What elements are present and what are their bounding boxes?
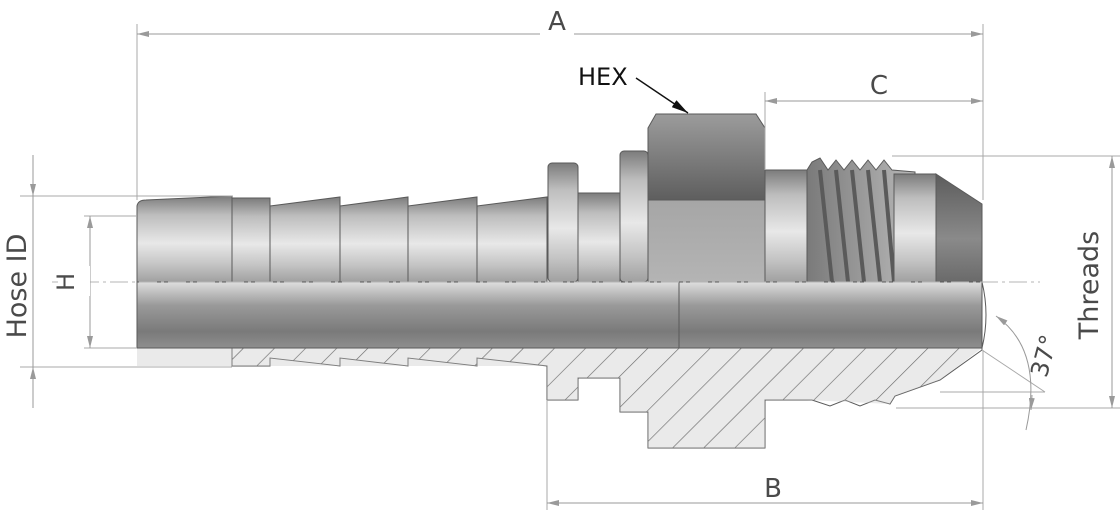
thread-shank bbox=[764, 169, 808, 283]
hex-nut-top-face bbox=[647, 113, 766, 201]
fitting-upper-half bbox=[136, 113, 983, 283]
bore-left bbox=[136, 281, 680, 349]
dimension-h: H bbox=[52, 215, 137, 349]
barb-groove bbox=[231, 197, 271, 283]
section-wall-fill bbox=[137, 348, 982, 448]
barb-segment-2 bbox=[339, 196, 409, 283]
hex-label: HEX bbox=[578, 63, 628, 91]
dimension-a-label: A bbox=[548, 7, 566, 37]
hex-nut-mid-face bbox=[647, 199, 766, 283]
hose-id-label: Hose ID bbox=[2, 234, 33, 339]
barb-segment-3 bbox=[407, 196, 478, 283]
threads-label: Threads bbox=[1074, 231, 1105, 340]
angle-label: 37° bbox=[1025, 332, 1063, 380]
dimension-c: C bbox=[764, 70, 983, 170]
section-wall bbox=[136, 345, 983, 449]
dimension-hose-id: Hose ID bbox=[2, 155, 232, 408]
h-label: H bbox=[52, 273, 80, 291]
dimension-c-label: C bbox=[870, 71, 888, 101]
thread-grooves bbox=[818, 169, 896, 283]
hose-barb-stem bbox=[136, 195, 233, 283]
collar-2 bbox=[619, 150, 649, 283]
barb-segment-1 bbox=[269, 196, 341, 283]
dimension-b-label: B bbox=[764, 474, 782, 504]
neck bbox=[577, 192, 621, 283]
bore-end-cap bbox=[981, 281, 987, 349]
flare-nose bbox=[935, 173, 983, 283]
dimension-b: B bbox=[546, 350, 984, 510]
fitting-section-half bbox=[136, 281, 987, 449]
barb-segment-4 bbox=[476, 196, 548, 283]
thread-end-land bbox=[893, 173, 937, 283]
dimension-threads: Threads bbox=[892, 155, 1120, 409]
hex-callout: HEX bbox=[578, 63, 689, 114]
bore-right bbox=[678, 281, 983, 349]
dimension-a: A bbox=[136, 7, 984, 200]
collar-1 bbox=[547, 162, 579, 283]
